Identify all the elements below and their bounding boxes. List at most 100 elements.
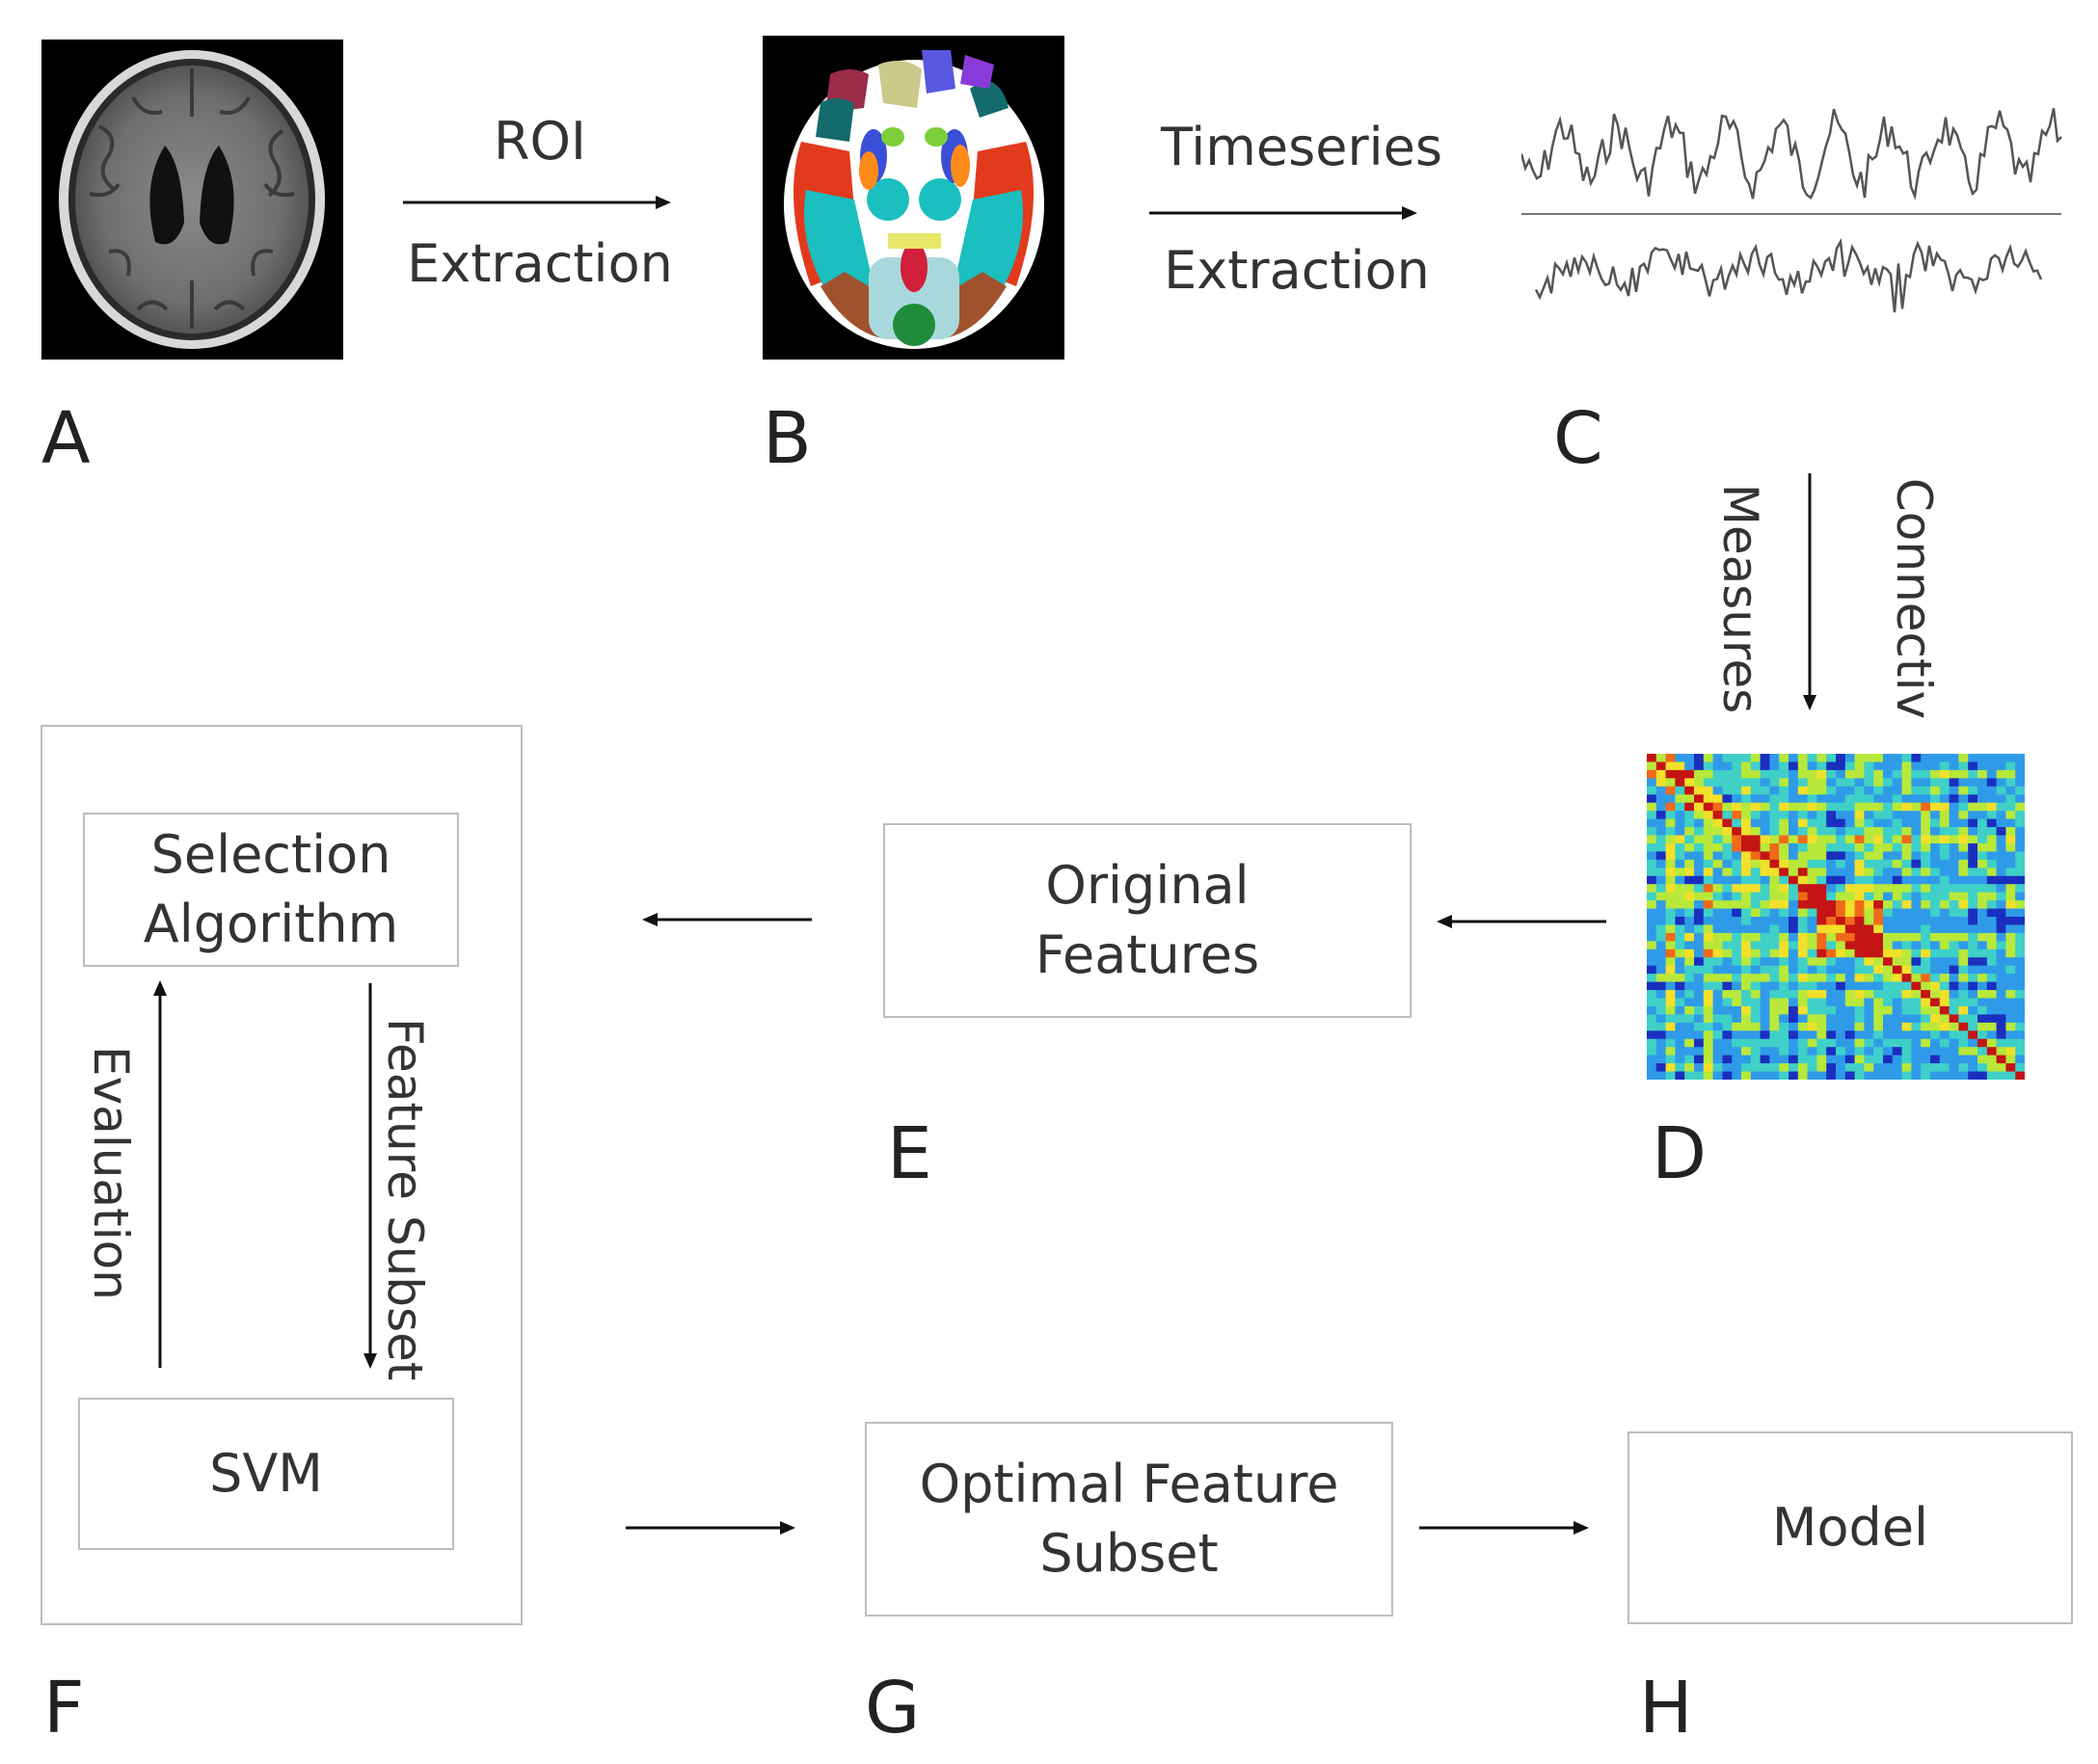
matrix-cell xyxy=(1675,900,1685,910)
matrix-cell xyxy=(1665,769,1676,779)
matrix-cell xyxy=(1844,802,1856,812)
matrix-cell xyxy=(1949,892,1959,901)
matrix-cell xyxy=(1769,908,1780,918)
matrix-cell xyxy=(1665,917,1676,926)
matrix-cell xyxy=(1883,754,1894,763)
matrix-cell xyxy=(1665,868,1676,877)
matrix-cell xyxy=(2005,1030,2016,1040)
matrix-cell xyxy=(1694,875,1705,885)
matrix-cell xyxy=(1864,884,1874,894)
matrix-cell xyxy=(1996,818,2006,828)
matrix-cell xyxy=(1703,1063,1714,1073)
matrix-cell xyxy=(1892,827,1903,837)
matrix-cell xyxy=(1958,1063,1969,1073)
matrix-cell xyxy=(1741,990,1752,1000)
matrix-cell xyxy=(1968,908,1978,918)
matrix-cell xyxy=(1883,868,1894,877)
matrix-cell xyxy=(1750,762,1762,771)
matrix-cell xyxy=(2015,802,2025,812)
matrix-cell xyxy=(1655,802,1667,812)
matrix-cell xyxy=(2005,778,2016,788)
matrix-cell xyxy=(2005,1005,2016,1015)
matrix-cell xyxy=(1779,794,1789,804)
matrix-cell xyxy=(1873,1030,1884,1040)
matrix-cell xyxy=(1722,998,1733,1007)
matrix-cell xyxy=(1844,917,1856,926)
matrix-cell xyxy=(1797,990,1809,1000)
matrix-cell xyxy=(1647,908,1657,918)
matrix-cell xyxy=(1655,794,1667,804)
matrix-cell xyxy=(1732,868,1742,877)
matrix-cell xyxy=(1816,835,1827,844)
matrix-cell xyxy=(1826,778,1837,788)
matrix-cell xyxy=(1779,884,1789,894)
matrix-cell xyxy=(1986,1071,1998,1080)
matrix-cell xyxy=(1996,1014,2006,1024)
matrix-cell xyxy=(2005,990,2016,1000)
matrix-cell xyxy=(1883,769,1894,779)
matrix-cell xyxy=(1816,754,1827,763)
matrix-cell xyxy=(1921,1071,1931,1080)
matrix-cell xyxy=(1836,786,1846,795)
matrix-cell xyxy=(1741,1005,1752,1015)
matrix-cell xyxy=(1968,1063,1978,1073)
matrix-cell xyxy=(1760,1063,1770,1073)
matrix-cell xyxy=(1977,1038,1988,1048)
matrix-cell xyxy=(1986,998,1998,1007)
matrix-cell xyxy=(1930,842,1941,852)
matrix-cell xyxy=(1836,1022,1846,1031)
matrix-cell xyxy=(1816,842,1827,852)
matrix-cell xyxy=(1836,1063,1846,1073)
matrix-cell xyxy=(1892,786,1903,795)
matrix-cell xyxy=(2015,868,2025,877)
matrix-cell xyxy=(1958,884,1969,894)
matrix-cell xyxy=(1921,1030,1931,1040)
atlas-image xyxy=(763,36,1064,360)
matrix-cell xyxy=(1732,802,1742,812)
matrix-cell xyxy=(1712,892,1723,901)
matrix-cell xyxy=(1797,998,1809,1007)
matrix-cell xyxy=(1854,769,1865,779)
matrix-cell xyxy=(2015,917,2025,926)
matrix-cell xyxy=(1779,868,1789,877)
matrix-cell xyxy=(1864,892,1874,901)
matrix-cell xyxy=(1807,957,1817,967)
matrix-cell xyxy=(1826,957,1837,967)
matrix-cell xyxy=(1901,1047,1912,1056)
matrix-cell xyxy=(1949,794,1959,804)
matrix-cell xyxy=(1996,941,2006,950)
matrix-cell xyxy=(1986,754,1998,763)
matrix-cell xyxy=(1694,908,1705,918)
matrix-cell xyxy=(1873,794,1884,804)
matrix-cell xyxy=(1892,818,1903,828)
matrix-cell xyxy=(1703,769,1714,779)
matrix-cell xyxy=(1750,827,1762,837)
matrix-cell xyxy=(1779,1055,1789,1064)
matrix-cell xyxy=(1684,794,1695,804)
matrix-cell xyxy=(1722,786,1733,795)
matrix-cell xyxy=(2015,1071,2025,1080)
matrix-cell xyxy=(1779,1005,1789,1015)
matrix-cell xyxy=(1921,949,1931,958)
matrix-cell xyxy=(1844,851,1856,861)
matrix-cell xyxy=(1901,1071,1912,1080)
matrix-cell xyxy=(1722,1022,1733,1031)
matrix-cell xyxy=(1807,827,1817,837)
matrix-cell xyxy=(1797,932,1809,942)
matrix-cell xyxy=(1789,762,1799,771)
matrix-cell xyxy=(2005,957,2016,967)
matrix-cell xyxy=(1789,884,1799,894)
matrix-cell xyxy=(1854,868,1865,877)
matrix-cell xyxy=(1883,1055,1894,1064)
matrix-cell xyxy=(1854,974,1865,983)
matrix-cell xyxy=(1779,908,1789,918)
matrix-cell xyxy=(2015,769,2025,779)
matrix-cell xyxy=(1892,842,1903,852)
matrix-cell xyxy=(1977,818,1988,828)
matrix-cell xyxy=(1797,965,1809,975)
matrix-cell xyxy=(1911,835,1922,844)
matrix-cell xyxy=(1836,941,1846,950)
matrix-cell xyxy=(1655,754,1667,763)
matrix-cell xyxy=(1741,892,1752,901)
matrix-cell xyxy=(1712,835,1723,844)
